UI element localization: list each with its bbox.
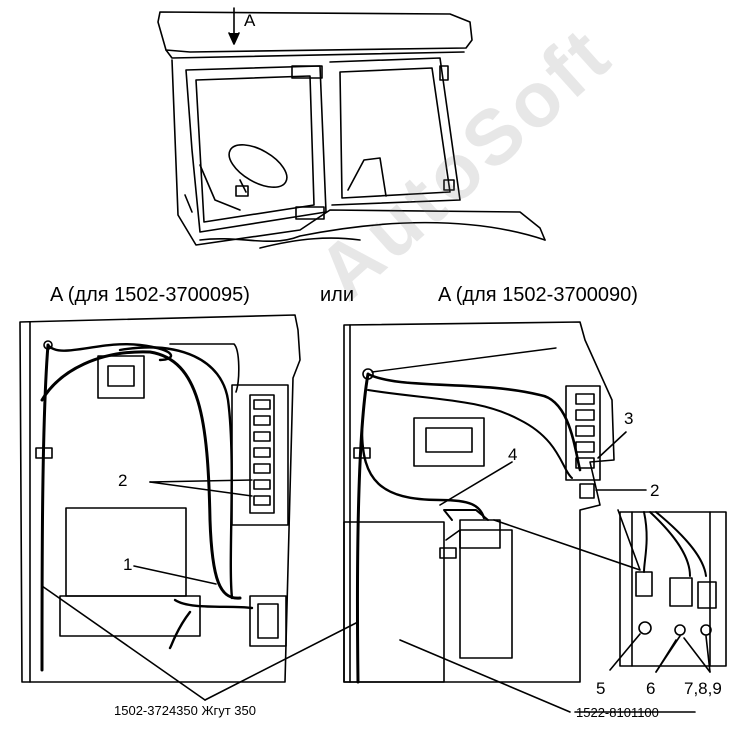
callout-3: 3	[624, 409, 634, 428]
fuse-row-left	[253, 399, 271, 506]
cab-illustration	[157, 7, 546, 249]
right-view-title: A (для 1502-3700090)	[438, 284, 638, 306]
callout-5: 5	[596, 679, 606, 698]
harness-part-number: 1502-3724350 Жгут 350	[114, 703, 256, 718]
callout-6: 6	[646, 679, 656, 698]
callout-7-8-9: 7,8,9	[684, 679, 722, 698]
left-view-panel	[19, 314, 301, 683]
harness-leader-left	[41, 585, 206, 701]
detail-inset	[609, 511, 727, 673]
callout-2-left: 2	[118, 471, 128, 490]
switch-part-number: 1522-8101100	[576, 705, 659, 720]
view-separator: или	[320, 284, 355, 306]
harness-leader-right	[204, 621, 359, 701]
callout-2-right: 2	[650, 481, 660, 500]
left-view-title: A (для 1502-3700095)	[50, 284, 250, 306]
view-marker-label: A	[244, 11, 256, 30]
switch-leader	[399, 639, 571, 713]
callout-1: 1	[123, 555, 133, 574]
right-view-panel	[343, 321, 647, 684]
callout-4: 4	[508, 445, 518, 464]
